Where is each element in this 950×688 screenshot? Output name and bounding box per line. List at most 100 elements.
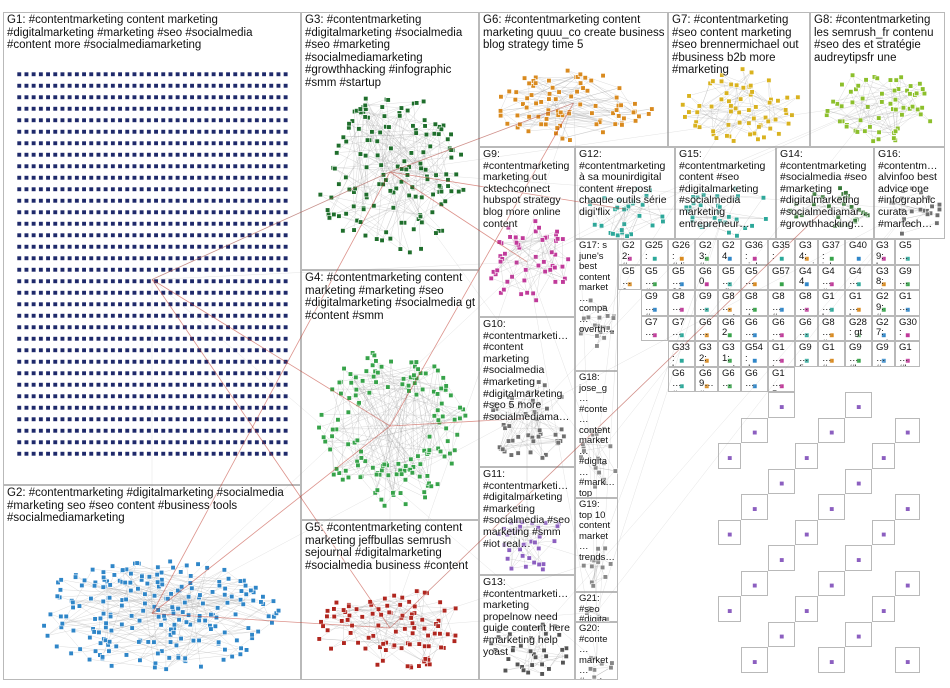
node bbox=[837, 185, 843, 191]
node bbox=[175, 221, 181, 227]
small-group-box: G8… out bbox=[718, 290, 741, 316]
node bbox=[435, 417, 441, 423]
node bbox=[139, 152, 145, 158]
edge bbox=[697, 197, 718, 206]
node bbox=[785, 121, 792, 127]
node bbox=[760, 195, 767, 201]
node bbox=[124, 175, 130, 181]
node bbox=[165, 596, 171, 602]
node bbox=[356, 126, 362, 132]
node bbox=[45, 232, 51, 238]
edge bbox=[874, 76, 910, 109]
node bbox=[103, 163, 109, 169]
node bbox=[909, 208, 915, 214]
node bbox=[153, 117, 159, 123]
node bbox=[829, 358, 835, 364]
node bbox=[247, 301, 253, 307]
node bbox=[79, 582, 85, 589]
node bbox=[266, 613, 272, 619]
node bbox=[167, 129, 173, 135]
node bbox=[918, 111, 924, 117]
node bbox=[67, 416, 73, 422]
node bbox=[268, 255, 274, 261]
small-group-box: G6… #w… bbox=[668, 366, 695, 392]
node bbox=[189, 451, 195, 457]
node bbox=[31, 255, 37, 261]
node bbox=[45, 255, 51, 261]
node bbox=[380, 172, 387, 178]
node bbox=[225, 267, 231, 273]
node bbox=[171, 622, 177, 628]
node bbox=[117, 94, 123, 100]
node bbox=[131, 221, 137, 227]
edge bbox=[735, 188, 764, 198]
small-group-label: G8… #c… bbox=[772, 291, 792, 314]
node bbox=[275, 221, 282, 227]
node bbox=[203, 278, 209, 284]
small-group-label: G30: gu… tbf… bbox=[899, 316, 917, 340]
node bbox=[261, 106, 267, 112]
node bbox=[232, 439, 238, 445]
node bbox=[261, 163, 267, 169]
node bbox=[239, 451, 245, 457]
node bbox=[182, 301, 188, 307]
node bbox=[542, 268, 548, 275]
node bbox=[117, 255, 123, 261]
edge bbox=[742, 68, 754, 119]
node bbox=[74, 232, 80, 238]
node bbox=[52, 324, 58, 330]
group-label: G17: s june's best content market… compa… bbox=[579, 240, 615, 335]
node bbox=[124, 71, 130, 77]
node bbox=[81, 405, 87, 411]
node bbox=[440, 413, 446, 420]
node bbox=[203, 117, 209, 123]
node bbox=[70, 604, 76, 611]
edge bbox=[713, 96, 798, 135]
node bbox=[203, 324, 209, 330]
node bbox=[718, 78, 725, 84]
node bbox=[95, 209, 101, 215]
node bbox=[413, 194, 419, 200]
node bbox=[397, 490, 404, 496]
node bbox=[124, 359, 130, 365]
node bbox=[59, 278, 66, 284]
node bbox=[600, 73, 606, 79]
edge bbox=[903, 213, 928, 220]
small-group-box bbox=[845, 392, 872, 418]
node bbox=[117, 186, 123, 192]
node bbox=[196, 71, 202, 77]
node bbox=[218, 152, 224, 158]
node bbox=[211, 405, 217, 411]
node bbox=[189, 232, 195, 238]
node bbox=[225, 347, 231, 353]
node bbox=[23, 301, 30, 307]
node bbox=[275, 451, 282, 457]
node bbox=[357, 151, 364, 157]
node bbox=[917, 81, 923, 87]
node bbox=[532, 654, 539, 660]
node bbox=[182, 94, 188, 100]
edge bbox=[712, 86, 750, 132]
edge bbox=[742, 68, 750, 87]
node bbox=[74, 94, 80, 100]
node bbox=[856, 358, 862, 364]
node bbox=[103, 106, 109, 112]
node bbox=[110, 83, 116, 89]
node bbox=[45, 405, 51, 411]
node bbox=[106, 648, 112, 654]
node bbox=[131, 451, 137, 457]
node bbox=[371, 203, 377, 209]
node bbox=[117, 416, 123, 422]
node bbox=[110, 382, 116, 388]
node bbox=[508, 565, 515, 572]
node bbox=[238, 645, 244, 651]
node bbox=[81, 163, 87, 169]
node bbox=[239, 255, 245, 261]
node bbox=[160, 175, 166, 181]
node bbox=[229, 593, 235, 600]
node bbox=[346, 612, 353, 619]
node bbox=[16, 290, 22, 296]
node bbox=[110, 290, 116, 296]
node bbox=[403, 501, 409, 507]
node bbox=[634, 186, 641, 192]
